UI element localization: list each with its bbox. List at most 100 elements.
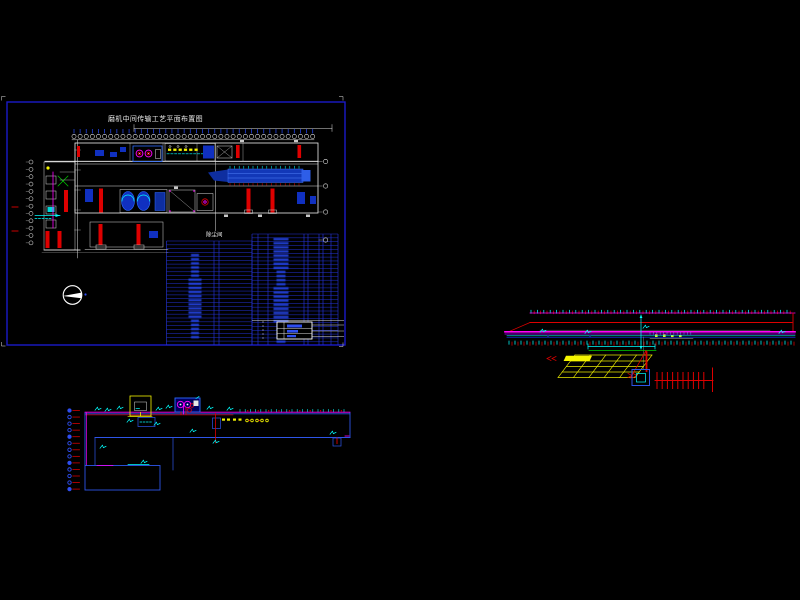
axis-bubble bbox=[304, 134, 309, 139]
table-text-blob bbox=[188, 311, 202, 314]
table-text-blob bbox=[188, 315, 202, 318]
table-text-blob bbox=[276, 274, 286, 278]
axis-bubble bbox=[28, 218, 34, 224]
roof-dot bbox=[278, 410, 280, 412]
axis-bubble bbox=[114, 134, 120, 139]
dim-bubble bbox=[323, 183, 329, 189]
axis-bubble bbox=[28, 203, 34, 209]
table-text-blob bbox=[273, 238, 289, 241]
room-label: 除尘间 bbox=[206, 231, 223, 239]
axis-bubble bbox=[249, 134, 254, 139]
axis-bubble bbox=[298, 134, 303, 139]
table-text-blob bbox=[188, 282, 202, 285]
axis-bubble bbox=[89, 134, 95, 139]
table-text-blob bbox=[273, 315, 289, 319]
axis-bubble bbox=[108, 134, 114, 139]
axis-bubbles-top bbox=[71, 129, 316, 139]
table-text-blob bbox=[188, 303, 202, 306]
title-block bbox=[252, 320, 344, 340]
main-plan-drawing: 磨机中间传输工艺平面布置图 bbox=[1, 96, 346, 347]
axis-bubble bbox=[28, 159, 34, 165]
column-red bbox=[77, 146, 80, 157]
roof-dot bbox=[330, 410, 332, 412]
table-text-blob bbox=[273, 307, 289, 310]
table-text-blob bbox=[273, 320, 289, 323]
axis-bubble bbox=[102, 134, 107, 139]
corner-mark-icon bbox=[339, 96, 344, 101]
roof-dot bbox=[309, 410, 311, 412]
table-text-blob bbox=[273, 295, 289, 298]
yellow-equipment bbox=[178, 148, 182, 151]
corner-mark-icon bbox=[339, 342, 344, 347]
table-text-blob bbox=[188, 290, 202, 294]
axis-bubble bbox=[181, 134, 187, 139]
table-text-blob bbox=[273, 291, 289, 294]
table-text-blob bbox=[191, 323, 199, 326]
roof-dot bbox=[288, 410, 291, 412]
cyan-equipment-fill bbox=[47, 207, 55, 212]
axis-bubble bbox=[255, 134, 260, 139]
table-text-blob bbox=[191, 270, 199, 273]
roof-dot bbox=[319, 410, 322, 412]
north-arrow-pointer bbox=[62, 292, 82, 299]
railing-comb bbox=[656, 367, 713, 392]
profile-drawing bbox=[504, 309, 796, 392]
elevation-bubble bbox=[67, 447, 72, 452]
axis-bubble bbox=[28, 181, 34, 187]
blue-equipment-fill bbox=[203, 145, 214, 159]
axis-bubble bbox=[28, 240, 34, 246]
corner-mark-icon bbox=[1, 96, 6, 101]
yellow-equipment bbox=[183, 148, 188, 151]
axis-bubble bbox=[236, 134, 242, 139]
axis-bubble bbox=[230, 134, 236, 139]
axis-bubble bbox=[194, 134, 199, 139]
elevation-bubble bbox=[67, 454, 72, 459]
column-red bbox=[270, 188, 275, 213]
axis-bubble bbox=[242, 134, 248, 139]
table-text-blob bbox=[188, 295, 202, 298]
elevation-bubble bbox=[67, 480, 72, 485]
table-text-blob bbox=[273, 303, 289, 306]
dim-bubble bbox=[323, 159, 329, 164]
axis-bubble bbox=[206, 134, 212, 139]
axis-bubble bbox=[77, 134, 83, 139]
table-text-blob bbox=[273, 311, 289, 315]
table-text-blob bbox=[191, 336, 199, 339]
table-text-blob bbox=[276, 283, 286, 286]
roof-dot bbox=[299, 410, 301, 412]
axis-bubble bbox=[267, 134, 273, 139]
axis-bubble bbox=[151, 134, 156, 139]
axis-bubble bbox=[169, 134, 175, 139]
table-text-blob bbox=[191, 327, 199, 331]
column-red bbox=[57, 231, 62, 248]
table-text-blob bbox=[188, 307, 202, 310]
table-text-blob bbox=[276, 340, 286, 343]
yellow-band bbox=[563, 355, 592, 361]
axis-bubble bbox=[28, 211, 34, 216]
elevation-bubble bbox=[67, 473, 72, 479]
axis-bubbles-left bbox=[25, 159, 34, 246]
dim-bubble bbox=[323, 209, 329, 215]
axis-bubble bbox=[145, 134, 150, 139]
axis-bubble bbox=[187, 134, 193, 139]
axis-bubble bbox=[28, 167, 34, 172]
drawing-title: 磨机中间传输工艺平面布置图 bbox=[108, 114, 203, 123]
roof-dot bbox=[257, 410, 259, 412]
roof-dot bbox=[247, 410, 249, 412]
table-text-blob bbox=[191, 258, 199, 261]
roof-dot bbox=[340, 410, 343, 412]
dim-bubbles-right bbox=[318, 159, 329, 243]
section-drawing bbox=[67, 395, 351, 492]
axis-bubble bbox=[71, 134, 77, 139]
table-text-blob bbox=[273, 242, 289, 245]
axis-bubble bbox=[83, 134, 89, 139]
elevation-bubble bbox=[67, 467, 72, 472]
table-text-blob bbox=[191, 254, 199, 257]
corner-mark-icon bbox=[1, 342, 6, 347]
elevation-bubble bbox=[67, 460, 72, 466]
axis-bubble bbox=[157, 134, 163, 139]
table-text-blob bbox=[276, 279, 286, 282]
plan-geometry bbox=[11, 124, 333, 259]
column-red bbox=[99, 188, 103, 213]
